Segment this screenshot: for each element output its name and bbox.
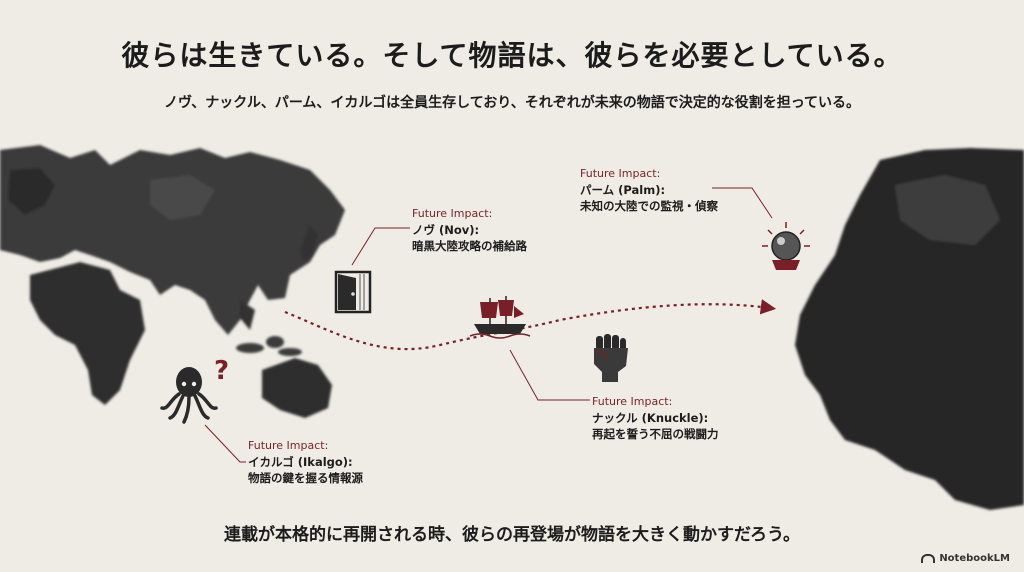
leader-line-ikalgo	[204, 424, 246, 463]
indonesia-landmass	[236, 336, 302, 356]
notebooklm-logo-icon	[921, 554, 936, 563]
card-nov-name: ノヴ (Nov):	[412, 223, 480, 237]
card-knuckle: Future Impact: ナックル (Knuckle): 再起を誓う不屈の戦…	[592, 394, 719, 442]
card-palm: Future Impact: パーム (Palm): 未知の大陸での監視・偵察	[580, 166, 718, 214]
fist-icon	[594, 334, 628, 382]
card-nov: Future Impact: ノヴ (Nov): 暗黒大陸攻略の補給路	[412, 206, 527, 254]
card-palm-desc: 未知の大陸での監視・偵察	[580, 199, 718, 213]
eurasia-landmass	[0, 145, 345, 335]
card-knuckle-label: Future Impact:	[592, 395, 673, 408]
card-palm-label: Future Impact:	[580, 167, 661, 180]
question-mark: ?	[214, 356, 230, 386]
notebooklm-brand: NotebookLM	[921, 553, 1010, 564]
card-knuckle-desc: 再起を誓う不屈の戦闘力	[592, 427, 719, 441]
brand-label: NotebookLM	[939, 553, 1010, 564]
page-subtitle: ノヴ、ナックル、パーム、イカルゴは全員生存しており、それぞれが未来の物語で決定的…	[163, 95, 861, 111]
card-ikalgo-name: イカルゴ (Ikalgo):	[248, 455, 353, 469]
crystal-ball-icon	[762, 222, 810, 270]
card-ikalgo-desc: 物語の鍵を握る情報源	[248, 471, 363, 485]
leader-line-palm	[712, 187, 773, 219]
card-knuckle-name: ナックル (Knuckle):	[592, 411, 709, 425]
dark-continent-landmass	[795, 148, 1024, 510]
door-icon	[334, 270, 372, 314]
ship-icon	[469, 296, 531, 339]
africa-landmass	[30, 262, 145, 405]
card-palm-name: パーム (Palm):	[580, 183, 666, 197]
page-title: 彼らは生きている。そして物語は、彼らを必要としている。	[121, 39, 903, 72]
card-nov-desc: 暗黒大陸攻略の補給路	[412, 239, 527, 253]
leader-line-knuckle	[509, 349, 590, 401]
leader-line-nov	[351, 227, 410, 266]
footer-text: 連載が本格的に再開される時、彼らの再登場が物語を大きく動かすだろう。	[224, 525, 800, 545]
australia-landmass	[262, 358, 332, 418]
card-ikalgo: Future Impact: イカルゴ (Ikalgo): 物語の鍵を握る情報源	[248, 438, 363, 486]
voyage-route	[284, 299, 777, 351]
japan-landmass	[300, 225, 318, 262]
octopus-icon	[160, 367, 218, 424]
card-nov-label: Future Impact:	[412, 207, 493, 220]
card-ikalgo-label: Future Impact:	[248, 439, 329, 452]
